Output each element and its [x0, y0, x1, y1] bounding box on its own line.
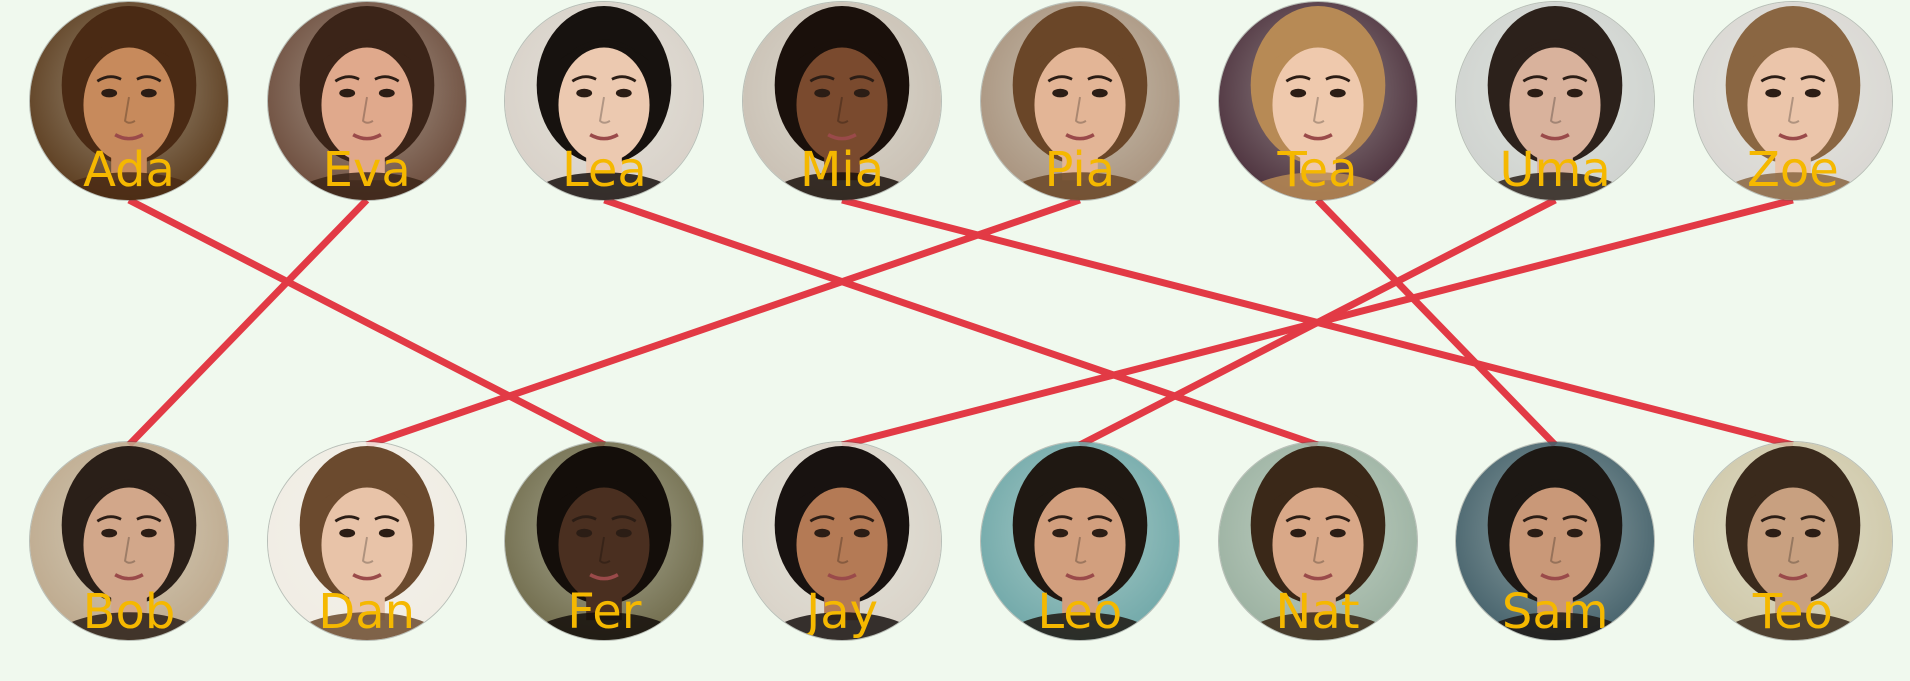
portrait-image — [980, 2, 1179, 200]
person-name-leo: Leo — [1037, 584, 1123, 640]
person-name-uma: Uma — [1499, 142, 1611, 198]
person-mia[interactable]: Mia — [743, 2, 942, 200]
portrait-image — [743, 442, 942, 640]
person-name-ada: Ada — [83, 142, 175, 198]
portrait-image — [505, 442, 704, 640]
person-lea[interactable]: Lea — [505, 2, 704, 200]
person-teo[interactable]: Teo — [1693, 442, 1892, 640]
person-ada[interactable]: Ada — [30, 2, 228, 200]
portrait-image — [30, 2, 228, 200]
person-name-dan: Dan — [318, 584, 416, 640]
portrait-image — [267, 442, 466, 640]
portrait-image — [505, 2, 704, 200]
portrait-image — [267, 2, 466, 200]
person-name-sam: Sam — [1501, 584, 1609, 640]
person-leo[interactable]: Leo — [980, 442, 1179, 640]
link-line-eva-bob — [126, 197, 370, 448]
person-zoe[interactable]: Zoe — [1693, 2, 1892, 200]
portrait-image — [980, 442, 1179, 640]
person-name-mia: Mia — [800, 142, 885, 198]
person-name-fer: Fer — [567, 584, 642, 640]
person-pia[interactable]: Pia — [980, 2, 1179, 200]
person-dan[interactable]: Dan — [267, 442, 466, 640]
person-jay[interactable]: Jay — [743, 442, 942, 640]
person-uma[interactable]: Uma — [1456, 2, 1655, 200]
person-name-bob: Bob — [82, 584, 176, 640]
person-fer[interactable]: Fer — [505, 442, 704, 640]
person-nat[interactable]: Nat — [1218, 442, 1417, 640]
portrait-image — [1218, 442, 1417, 640]
person-tea[interactable]: Tea — [1218, 2, 1417, 200]
portrait-image — [1456, 2, 1655, 200]
link-line-ada-fer — [127, 196, 607, 449]
portrait-image — [1693, 442, 1892, 640]
portrait-image — [743, 2, 942, 200]
person-name-tea: Tea — [1277, 142, 1358, 198]
person-name-teo: Teo — [1752, 584, 1833, 640]
person-sam[interactable]: Sam — [1456, 442, 1655, 640]
person-eva[interactable]: Eva — [267, 2, 466, 200]
link-line-tea-sam — [1314, 197, 1558, 448]
portrait-image — [1218, 2, 1417, 200]
portrait-image — [1693, 2, 1892, 200]
person-name-jay: Jay — [806, 584, 879, 640]
person-name-pia: Pia — [1044, 142, 1116, 198]
link-line-lea-nat — [603, 196, 1319, 449]
link-line-zoe-jay — [841, 196, 1794, 449]
person-name-lea: Lea — [561, 142, 647, 198]
portrait-image — [30, 442, 228, 640]
person-bob[interactable]: Bob — [30, 442, 228, 640]
person-name-eva: Eva — [322, 142, 411, 198]
link-line-pia-dan — [365, 196, 1081, 449]
portrait-image — [1456, 442, 1655, 640]
person-name-zoe: Zoe — [1747, 142, 1839, 198]
person-name-nat: Nat — [1275, 584, 1360, 640]
